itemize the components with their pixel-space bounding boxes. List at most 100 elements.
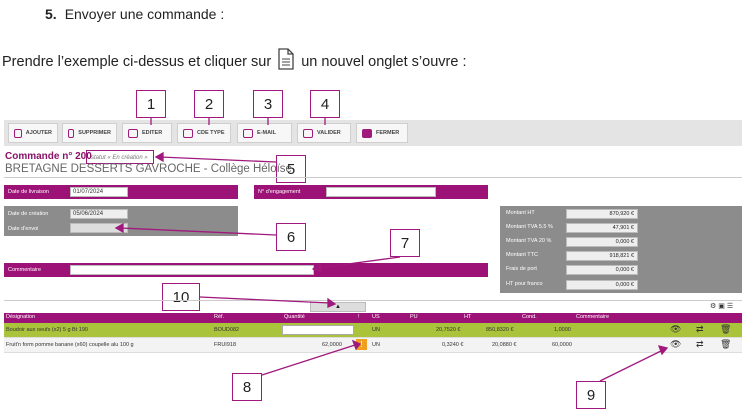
swap-icon[interactable]: ⇄	[696, 324, 704, 334]
total-value: 0,000 €	[566, 265, 638, 275]
total-value: 0,000 €	[566, 237, 638, 247]
cell-us: UN	[372, 327, 380, 333]
delivery-date-label: Date de livraison	[8, 189, 49, 195]
validate-label: VALIDER	[317, 130, 341, 136]
swap-icon[interactable]: ⇄	[696, 339, 704, 349]
total-row: Frais de port 0,000 €	[500, 264, 640, 276]
table-tools: ⚙ ▣ ☰	[710, 302, 733, 310]
trash-icon[interactable]: 🗑	[720, 324, 732, 334]
col-designation: Désignation	[6, 314, 36, 320]
list-icon[interactable]: ☰	[726, 303, 734, 310]
delete-label: SUPPRIMER	[78, 130, 111, 136]
total-label: Montant TVA 5.5 %	[506, 224, 553, 230]
creation-date-label: Date de création	[8, 211, 49, 217]
callout-7: 7	[390, 229, 420, 257]
col-ht: HT	[464, 314, 472, 320]
checkbox-icon	[303, 128, 313, 138]
close-button[interactable]: FERMER	[356, 123, 408, 143]
table-header: Désignation Réf. Quantité ! US PU HT Con…	[4, 313, 742, 323]
document-icon[interactable]	[277, 48, 295, 70]
total-label: Montant TVA 20 %	[506, 238, 552, 244]
eye-icon[interactable]: 👁	[670, 324, 682, 334]
intro-after: un nouvel onglet s’ouvre :	[301, 54, 467, 70]
col-cond: Cond.	[522, 314, 537, 320]
cell-ref: BOUD082	[214, 327, 240, 333]
quantity-input[interactable]	[282, 325, 354, 335]
cell-us: UN	[372, 342, 380, 348]
toolbar: AJOUTER SUPPRIMER EDITER CDE TYPE E-MAIL…	[4, 120, 742, 146]
total-label: Frais de port	[506, 266, 537, 272]
col-comment: Commentaire	[576, 314, 610, 320]
step-number: 5.	[45, 6, 57, 22]
total-row: Montant TVA 5.5 % 47,901 €	[500, 222, 640, 234]
validate-button[interactable]: VALIDER	[297, 123, 351, 143]
arrow-up-icon: ▲	[335, 304, 341, 310]
order-title: Commande n° 200	[5, 151, 92, 162]
divider	[4, 300, 742, 301]
edit-label: EDITER	[142, 130, 163, 136]
engagement-input[interactable]	[326, 187, 436, 197]
cell-ht: 850,8320 €	[486, 327, 514, 333]
edit-button[interactable]: EDITER	[122, 123, 172, 143]
creation-date-field: 05/06/2024	[70, 209, 128, 219]
total-value: 870,920 €	[566, 209, 638, 219]
callout-4: 4	[310, 90, 340, 118]
table-row[interactable]: Fruit'n form pomme banane (x60) coupelle…	[4, 338, 742, 353]
export-icon[interactable]: ▣	[718, 303, 725, 310]
step-title: Envoyer une commande :	[64, 6, 225, 22]
collapse-handle[interactable]: ▲	[310, 302, 366, 312]
total-value: 47,901 €	[566, 223, 638, 233]
callout-6: 6	[276, 223, 306, 251]
total-label: Montant TTC	[506, 252, 538, 258]
trash-icon[interactable]: 🗑	[720, 339, 732, 349]
eye-icon[interactable]: 👁	[670, 339, 682, 349]
add-label: AJOUTER	[25, 130, 52, 136]
col-ref: Réf.	[214, 314, 225, 320]
comment-label: Commentaire	[8, 267, 42, 273]
total-label: HT pour franco	[506, 281, 543, 287]
total-value: 0,000 €	[566, 280, 638, 290]
col-us: US	[372, 314, 380, 320]
intro-before: Prendre l’exemple ci-dessus et cliquer s…	[2, 54, 272, 70]
cell-designation: Boudoir aux oeufs (x2) 5 g Bt 190	[6, 327, 88, 333]
add-button[interactable]: AJOUTER	[8, 123, 58, 143]
comment-input[interactable]	[70, 265, 314, 275]
callout-3: 3	[253, 90, 283, 118]
callout-8: 8	[232, 373, 262, 401]
cell-quantity: 62,0000	[322, 342, 342, 348]
col-pu: PU	[410, 314, 418, 320]
col-quantity: Quantité	[284, 314, 305, 320]
copy-icon	[183, 128, 193, 138]
exit-icon	[362, 128, 372, 138]
cde-type-label: CDE TYPE	[197, 130, 225, 136]
envelope-icon	[243, 128, 253, 138]
trash-icon	[68, 128, 75, 138]
callout-2: 2	[194, 90, 224, 118]
close-label: FERMER	[376, 130, 400, 136]
email-button[interactable]: E-MAIL	[237, 123, 292, 143]
cell-pu: 20,7520 €	[436, 327, 461, 333]
delivery-date-input[interactable]: 01/07/2024	[70, 187, 128, 197]
callout-5: 5	[276, 155, 306, 183]
cell-cond: 1,0000	[554, 327, 571, 333]
status-badge: statut « En création »	[86, 150, 154, 164]
divider	[4, 177, 742, 178]
callout-1: 1	[136, 90, 166, 118]
warning-icon[interactable]: !	[356, 339, 367, 350]
table-row[interactable]: Boudoir aux oeufs (x2) 5 g Bt 190 BOUD08…	[4, 323, 742, 338]
cde-type-button[interactable]: CDE TYPE	[177, 123, 231, 143]
email-label: E-MAIL	[257, 130, 276, 136]
callout-9: 9	[576, 381, 606, 409]
settings-icon[interactable]: ⚙	[710, 303, 717, 310]
engagement-label: N° d'engagement	[258, 189, 301, 195]
total-row: HT pour franco 0,000 €	[500, 279, 640, 291]
order-lines-table: Désignation Réf. Quantité ! US PU HT Con…	[4, 313, 742, 353]
total-row: Montant TVA 20 % 0,000 €	[500, 236, 640, 248]
col-alert: !	[358, 314, 360, 320]
delete-button[interactable]: SUPPRIMER	[62, 123, 117, 143]
plus-icon	[14, 128, 22, 138]
delivery-date-bar: Date de livraison 01/07/2024	[4, 185, 238, 199]
